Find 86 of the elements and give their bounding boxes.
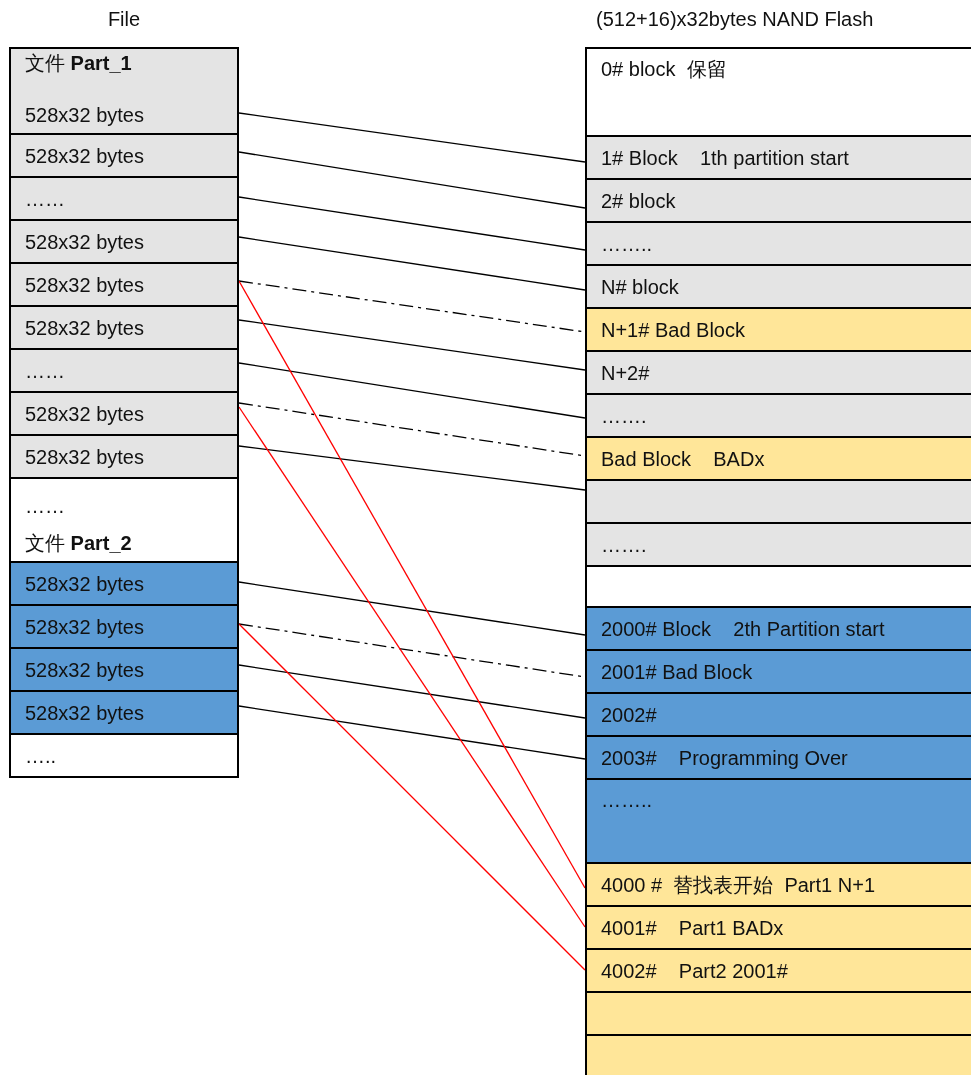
connector-line (238, 664, 586, 719)
memory-block-row (585, 905, 971, 950)
memory-block-row (585, 178, 971, 223)
memory-block-row (585, 436, 971, 481)
memory-block-row (9, 262, 239, 307)
memory-block-row (585, 606, 971, 651)
cell-text: 528x32 bytes (25, 657, 145, 682)
connector-line (238, 362, 586, 419)
memory-block-row (9, 561, 239, 606)
memory-block-row (9, 348, 239, 393)
memory-block-row (9, 176, 239, 221)
connector-line (238, 151, 586, 209)
cell-text: 528x32 bytes (25, 143, 145, 168)
memory-block-row (585, 692, 971, 737)
cell-text: 2001# Bad Block (601, 659, 754, 684)
memory-block-row (585, 862, 971, 907)
cell-text: …….. (601, 231, 654, 256)
connector-line (238, 406, 586, 928)
cell-text: …… (25, 186, 66, 211)
cell-text: N# block (601, 274, 680, 299)
memory-block-row (585, 991, 971, 1036)
memory-block-row (585, 350, 971, 395)
cell-text: 528x32 bytes (25, 614, 145, 639)
connector-line (238, 319, 586, 371)
memory-block-row (585, 135, 971, 180)
cell-text: …… (25, 493, 66, 518)
memory-block-row (9, 434, 239, 479)
memory-block-row (585, 479, 971, 524)
memory-block-row (585, 1034, 971, 1075)
cell-text: N+2# (601, 360, 651, 385)
memory-block-row (585, 735, 971, 780)
cell-text: 0# block 保留 (601, 57, 728, 81)
cell-text: 528x32 bytes (25, 444, 145, 469)
memory-block-row (9, 47, 239, 135)
cell-text: 文件 Part_2 (25, 530, 133, 555)
memory-block-row (9, 305, 239, 350)
memory-block-row (585, 778, 971, 864)
connector-line (238, 280, 586, 889)
memory-block-row (9, 391, 239, 436)
cell-text: 528x32 bytes (25, 272, 145, 297)
connector-line (238, 445, 586, 491)
cell-text: 2000# Block 2th Partition start (601, 616, 886, 641)
cell-text: 528x32 bytes (25, 103, 145, 127)
column-heading: (512+16)x32bytes NAND Flash (596, 8, 874, 31)
cell-text: 2002# (601, 702, 658, 727)
cell-text: 2# block (601, 188, 677, 213)
connector-line (238, 196, 586, 251)
cell-text: 4000 # 替找表开始 Part1 N+1 (601, 872, 876, 897)
memory-block-row (9, 477, 239, 563)
cell-text: 4001# Part1 BADx (601, 915, 785, 940)
cell-text: N+1# Bad Block (601, 317, 746, 342)
connector-line (238, 623, 586, 971)
cell-text: Bad Block BADx (601, 446, 766, 471)
cell-text: 4002# Part2 2001# (601, 958, 789, 983)
cell-text: ….. (25, 743, 58, 768)
cell-text: ……. (601, 532, 648, 557)
cell-text: 528x32 bytes (25, 229, 145, 254)
memory-block-row (9, 133, 239, 178)
memory-block-row (585, 221, 971, 266)
memory-block-row (585, 522, 971, 567)
memory-block-row (9, 690, 239, 735)
connector-line (238, 236, 586, 291)
cell-text: …….. (601, 788, 654, 812)
memory-block-row (585, 393, 971, 438)
memory-block-row (585, 649, 971, 694)
memory-block-row (585, 264, 971, 309)
cell-text: 1# Block 1th partition start (601, 145, 850, 170)
connector-line (238, 112, 586, 163)
cell-text: 528x32 bytes (25, 571, 145, 596)
memory-block-row (9, 604, 239, 649)
cell-text: 528x32 bytes (25, 315, 145, 340)
cell-text: 528x32 bytes (25, 401, 145, 426)
cell-text: 文件 Part_1 (25, 51, 133, 75)
cell-text: …… (25, 358, 66, 383)
memory-block-row (9, 647, 239, 692)
cell-text: 528x32 bytes (25, 700, 145, 725)
connector-line (238, 705, 586, 760)
connector-line (238, 581, 586, 636)
memory-block-row (585, 948, 971, 993)
cell-text: 2003# Programming Over (601, 745, 849, 770)
memory-block-row (9, 733, 239, 778)
cell-text: ……. (601, 403, 648, 428)
memory-block-row (585, 47, 971, 137)
memory-block-row (585, 307, 971, 352)
column-heading: File (107, 8, 141, 31)
memory-block-row (9, 219, 239, 264)
